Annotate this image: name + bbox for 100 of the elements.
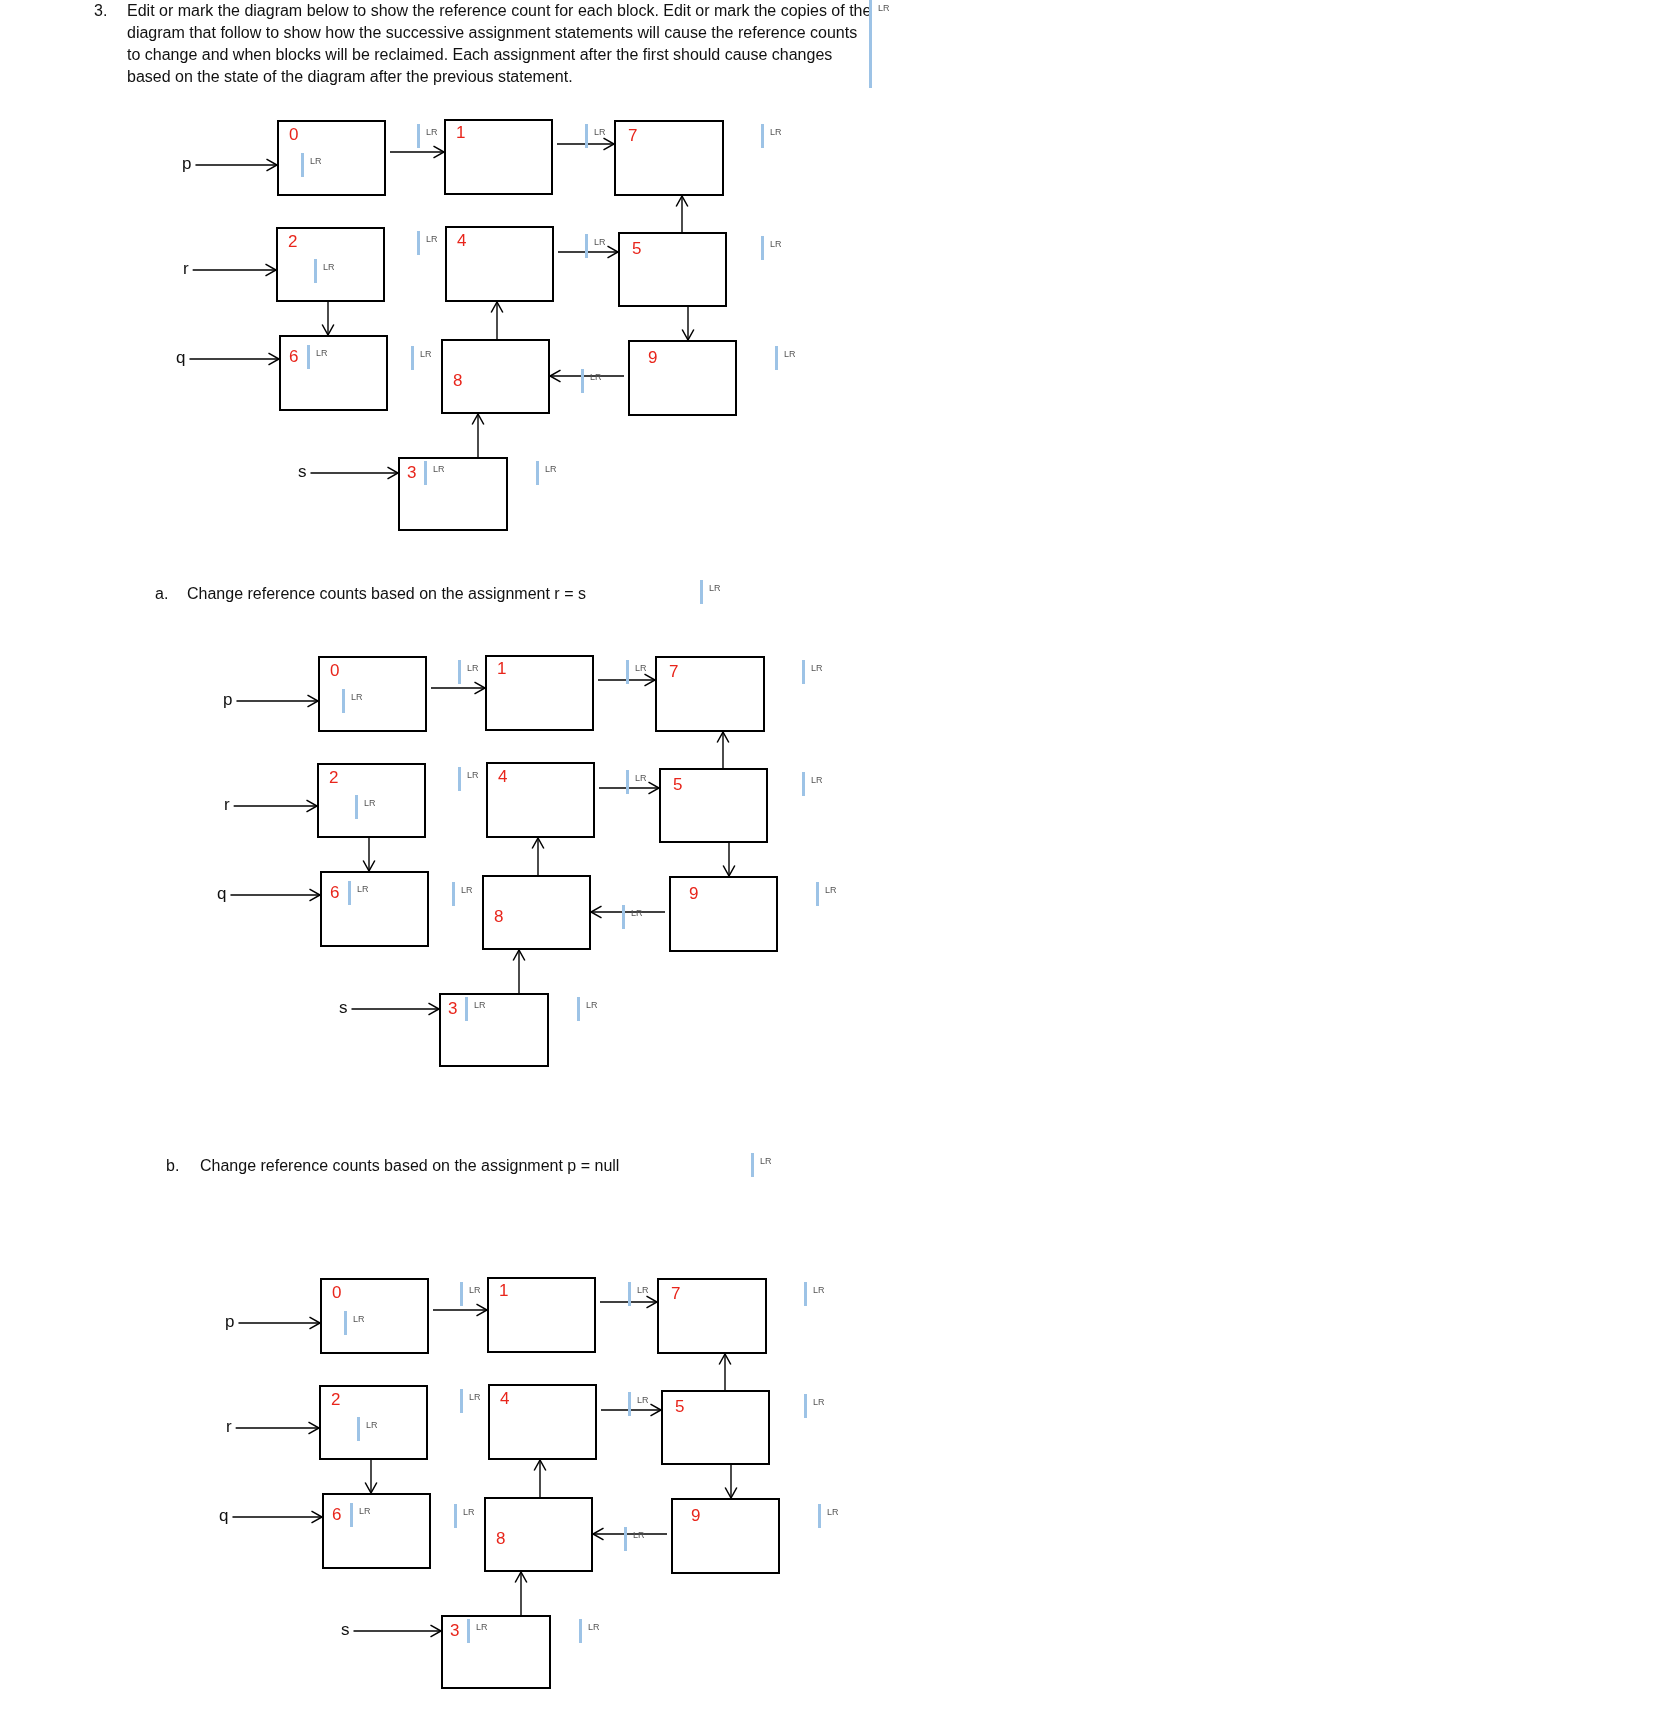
marker-label: LR (700, 580, 721, 604)
memory-block (317, 763, 426, 838)
block-number: 0 (332, 1283, 342, 1303)
marker-label: LR (626, 660, 647, 684)
arrow (471, 413, 485, 458)
block-number: 7 (628, 126, 638, 146)
memory-block (276, 227, 385, 302)
arrow (430, 681, 486, 695)
arrow (321, 301, 335, 336)
arrow (592, 1527, 668, 1541)
marker-label: LR (585, 234, 606, 258)
marker-label: LR (417, 124, 438, 148)
marker-label: LR (301, 153, 322, 177)
item-letter: b. (166, 1156, 180, 1176)
marker-label: LR (775, 346, 796, 370)
marker-label: LR (761, 124, 782, 148)
memory-block (318, 656, 427, 732)
block-number: 5 (673, 775, 683, 795)
marker-label: LR (411, 346, 432, 370)
block-number: 3 (450, 1621, 460, 1641)
marker-label: LR (458, 660, 479, 684)
memory-block (488, 1384, 597, 1460)
block-number: 6 (332, 1505, 342, 1525)
variable-label: r (226, 1416, 232, 1438)
instruction-text: Change reference counts based on the assignment r = s (187, 584, 586, 604)
arrow (549, 369, 625, 383)
block-number: 7 (669, 662, 679, 682)
block-number: 8 (453, 371, 463, 391)
memory-block (655, 656, 765, 732)
marker-label: LR (348, 881, 369, 905)
marker-label: LR (350, 1503, 371, 1527)
arrow (598, 781, 660, 795)
arrow (514, 1571, 528, 1616)
marker-label: LR (585, 124, 606, 148)
block-number: 1 (499, 1281, 509, 1301)
memory-block (322, 1493, 431, 1569)
memory-block (320, 871, 429, 947)
block-number: 2 (329, 768, 339, 788)
arrow (557, 245, 619, 259)
block-number: 5 (632, 239, 642, 259)
memory-block (441, 1615, 551, 1689)
marker-label: LR (628, 1282, 649, 1306)
memory-block (659, 768, 768, 843)
arrow (512, 949, 526, 994)
arrow (352, 1624, 442, 1638)
memory-block (669, 876, 778, 952)
marker-label: LR (355, 795, 376, 819)
memory-block (277, 120, 386, 196)
block-number: 3 (448, 999, 458, 1019)
marker-label: LR (804, 1394, 825, 1418)
memory-block (439, 993, 549, 1067)
memory-block (614, 120, 724, 196)
block-number: 2 (288, 232, 298, 252)
arrow (681, 306, 695, 341)
arrow (232, 799, 318, 813)
marker-label: LR (802, 772, 823, 796)
arrow (194, 158, 278, 172)
arrow (597, 673, 656, 687)
memory-block (482, 875, 591, 950)
arrow (389, 145, 445, 159)
variable-label: s (341, 1619, 350, 1641)
arrow (533, 1459, 547, 1498)
item-letter: a. (155, 584, 169, 604)
memory-block (484, 1497, 593, 1572)
marker-label: LR (577, 997, 598, 1021)
memory-block (628, 340, 737, 416)
memory-block (486, 762, 595, 838)
marker-label: LR (344, 1311, 365, 1335)
block-number: 9 (648, 348, 658, 368)
variable-label: q (217, 883, 227, 905)
marker-label: LR (536, 461, 557, 485)
marker-label: LR (417, 231, 438, 255)
variable-label: s (298, 461, 307, 483)
question-number: 3. (94, 1, 108, 21)
block-number: 4 (457, 231, 467, 251)
arrow (432, 1303, 488, 1317)
arrow (490, 301, 504, 340)
marker-label: LR (465, 997, 486, 1021)
variable-label: r (224, 794, 230, 816)
arrow (229, 888, 321, 902)
arrow (722, 842, 736, 877)
arrow (231, 1510, 323, 1524)
marker-label: LR (628, 1392, 649, 1416)
marker-label: LR (458, 767, 479, 791)
block-number: 9 (691, 1506, 701, 1526)
arrow (531, 837, 545, 876)
marker-label: LR (424, 461, 445, 485)
marker-label: LR (761, 236, 782, 260)
arrow (188, 352, 280, 366)
arrow (362, 837, 376, 872)
arrow (675, 195, 689, 233)
block-number: 7 (671, 1284, 681, 1304)
block-number: 9 (689, 884, 699, 904)
memory-block (618, 232, 727, 307)
marker-label: LR (342, 689, 363, 713)
memory-block (398, 457, 508, 531)
variable-label: p (225, 1311, 235, 1333)
arrow (590, 905, 666, 919)
block-number: 1 (456, 123, 466, 143)
block-number: 0 (289, 125, 299, 145)
